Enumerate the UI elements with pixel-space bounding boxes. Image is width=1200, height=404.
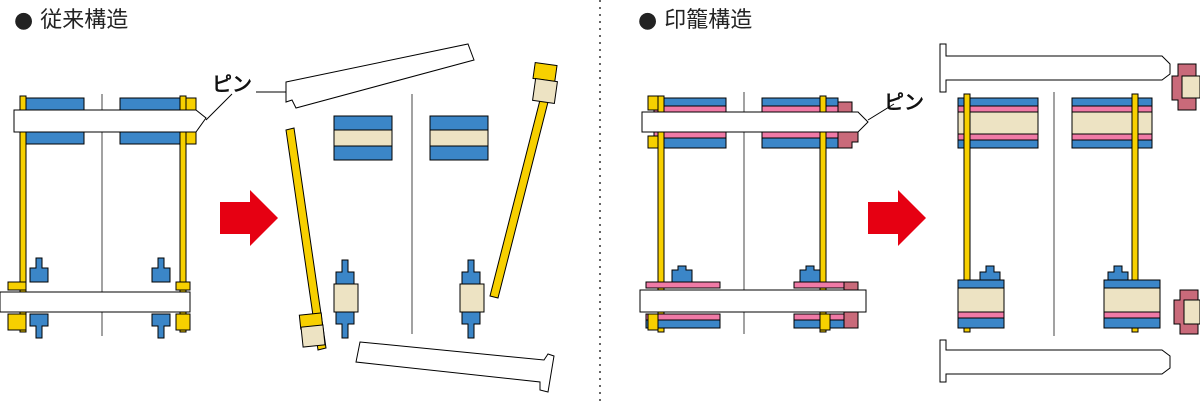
yellow-link [19,95,27,333]
left-panel-title: ● 従来構造 [14,8,129,33]
yellow-plate [175,281,191,291]
right-panel-title: ● 印籠構造 [638,8,753,33]
yellow-plate [175,313,191,331]
pin-top [13,109,207,133]
spigot-exploded [939,43,1200,383]
pin-bottom [0,291,191,313]
arrow-right [868,190,926,246]
arrow-left [220,190,278,246]
pin-removed-bottom [355,341,555,393]
conventional-assembled [0,94,207,339]
pin-label-left: ピン [212,72,252,96]
conventional-exploded [285,43,558,393]
blue-nub [151,313,171,339]
yellow-plate [7,281,27,291]
blue-nub [151,257,171,283]
pin-label-right: ピン [884,90,924,114]
blue-nub [29,257,49,283]
yellow-plate [7,313,27,331]
pin-removed-top [285,43,475,109]
blue-nub [29,313,49,339]
yellow-link [179,95,187,333]
spigot-assembled [639,92,869,334]
